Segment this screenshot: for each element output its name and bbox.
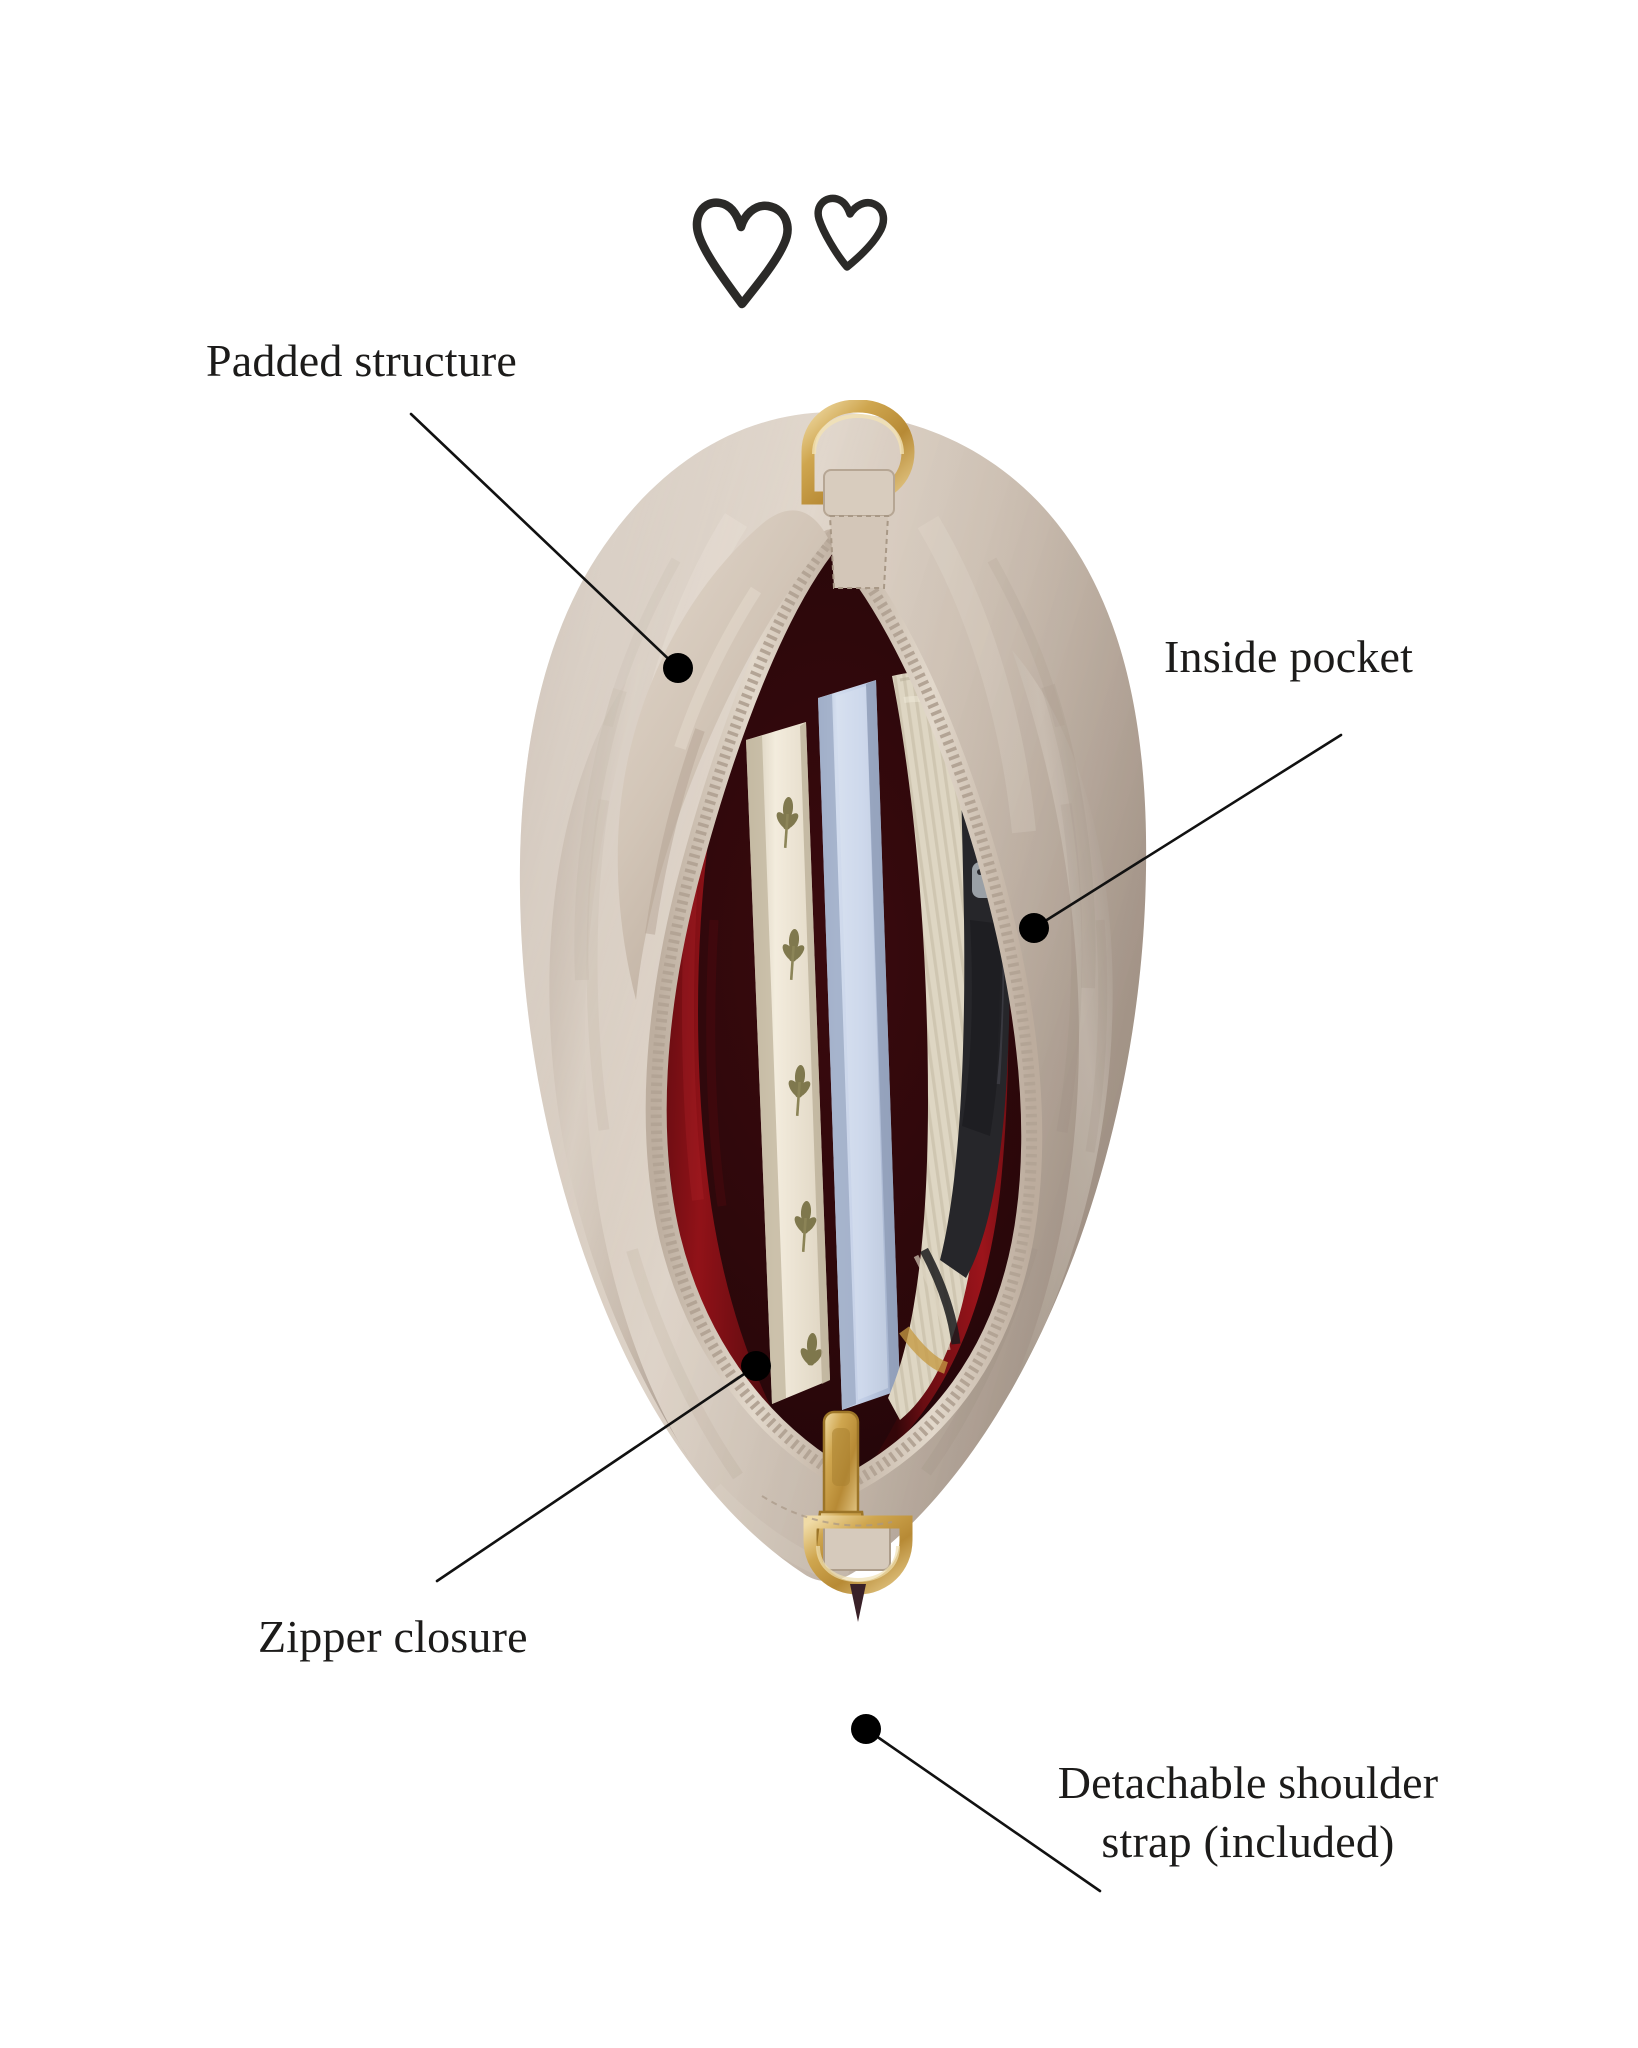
callout-label-zipper-closure: Zipper closure: [258, 1611, 528, 1662]
callout-label-detachable-strap-line-1: Detachable shoulder: [1057, 1757, 1439, 1808]
callout-label-detachable-strap: Detachable shoulder strap (included): [1008, 1754, 1488, 1872]
callout-label-padded-structure: Padded structure: [206, 335, 518, 386]
callout-dot-detachable-strap: [851, 1714, 881, 1744]
product-photo-padded-bag: [500, 400, 1160, 1630]
callout-label-inside-pocket: Inside pocket: [1164, 631, 1414, 682]
callout-label-detachable-strap-line-2: strap (included): [1101, 1815, 1395, 1867]
hand-drawn-hearts-icon: [640, 172, 910, 312]
